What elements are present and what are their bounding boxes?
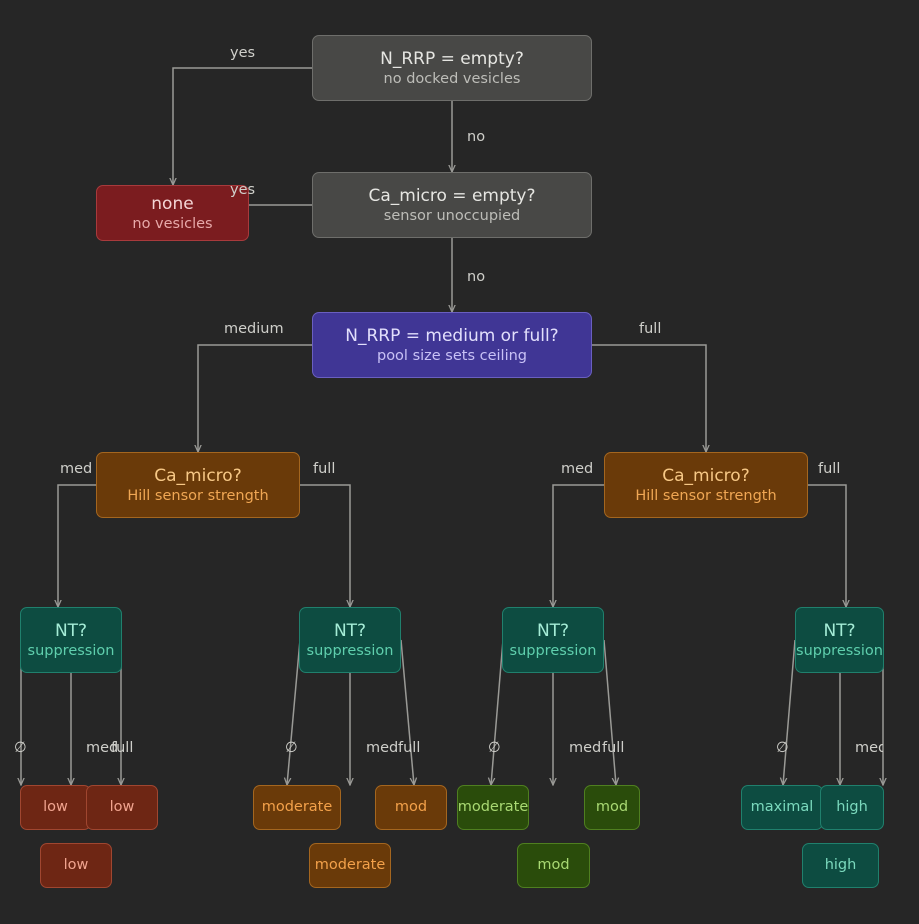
edge-label-med: med xyxy=(86,740,119,756)
edge-label-no: no xyxy=(467,269,486,285)
edge-label-medium: medium xyxy=(224,321,284,337)
edge-nt3-full xyxy=(603,639,616,785)
leaf-label: mod xyxy=(537,857,570,873)
node-subtitle: pool size sets ceiling xyxy=(376,347,527,364)
edge-label-yes: yes xyxy=(230,45,256,61)
edge-caL-med xyxy=(58,484,96,607)
node-subtitle: no docked vesicles xyxy=(383,70,521,87)
leaf-label: low xyxy=(43,799,68,815)
leaf-label: moderate xyxy=(261,799,333,815)
outcome-low-2: low xyxy=(86,785,158,830)
decision-ca-right: Ca_micro? Hill sensor strength xyxy=(604,452,808,518)
edge-label-med: med xyxy=(60,461,93,477)
node-title: Ca_micro? xyxy=(154,465,242,486)
node-title: N_RRP = medium or full? xyxy=(345,325,559,346)
edge-label-med: med xyxy=(569,740,602,756)
node-title: NT? xyxy=(536,620,570,641)
outcome-mod-1: mod xyxy=(375,785,447,830)
edge-label-yes: yes xyxy=(230,182,256,198)
node-subtitle: suppression xyxy=(509,642,597,659)
edge-caR-full xyxy=(807,484,846,607)
node-subtitle: Hill sensor strength xyxy=(127,487,269,504)
outcome-low-3: low xyxy=(40,843,112,888)
node-subtitle: Hill sensor strength xyxy=(635,487,777,504)
outcome-moderate-1: moderate xyxy=(253,785,341,830)
outcome-moderate-2: moderate xyxy=(309,843,391,888)
edge-label-full: full xyxy=(398,740,421,756)
outcome-mod-3: mod xyxy=(517,843,590,888)
leaf-label: low xyxy=(63,857,89,873)
edge-nt2-full xyxy=(400,639,414,785)
node-title: Ca_micro = empty? xyxy=(368,185,536,206)
node-title: N_RRP = empty? xyxy=(380,48,524,69)
node-subtitle: suppression xyxy=(796,642,883,659)
leaf-label: low xyxy=(109,799,135,815)
leaf-label: high xyxy=(824,857,857,873)
outcome-high-1: high xyxy=(820,785,884,830)
edge-label-med: med xyxy=(561,461,594,477)
edge-label-full: full xyxy=(313,461,336,477)
leaf-label: high xyxy=(836,799,868,815)
edge-label-null: ∅ xyxy=(14,740,27,756)
edge-nt4-null xyxy=(783,639,796,785)
edge-nt3-null xyxy=(491,639,504,785)
leaf-label: maximal xyxy=(750,799,814,815)
decision-ca-empty: Ca_micro = empty? sensor unoccupied xyxy=(312,172,592,238)
edge-label-null: ∅ xyxy=(776,740,789,756)
decision-nt-3: NT? suppression xyxy=(502,607,604,673)
node-title: none xyxy=(151,193,194,214)
node-subtitle: suppression xyxy=(306,642,394,659)
node-title: Ca_micro? xyxy=(662,465,750,486)
decision-rrp-empty: N_RRP = empty? no docked vesicles xyxy=(312,35,592,101)
edge-caL-full xyxy=(299,484,350,607)
decision-nt-2: NT? suppression xyxy=(299,607,401,673)
edge-label-med: med xyxy=(855,740,883,756)
node-title: NT? xyxy=(54,620,88,641)
edge-rrp-empty-yes xyxy=(173,67,313,185)
edge-size-medium xyxy=(198,344,313,452)
edge-label-full: full xyxy=(639,321,662,337)
leaf-label: moderate xyxy=(314,857,386,873)
node-subtitle: sensor unoccupied xyxy=(383,207,521,224)
leaf-label: moderate xyxy=(457,799,529,815)
decision-ca-left: Ca_micro? Hill sensor strength xyxy=(96,452,300,518)
outcome-mod-2: mod xyxy=(584,785,640,830)
edge-label-full: full xyxy=(818,461,841,477)
node-title: NT? xyxy=(823,620,856,641)
leaf-label: mod xyxy=(394,799,428,815)
edge-caR-med xyxy=(553,484,604,607)
edge-label-full: full xyxy=(111,740,134,756)
outcome-maximal: maximal xyxy=(741,785,823,830)
edge-label-null: ∅ xyxy=(488,740,501,756)
decision-nt-4: NT? suppression xyxy=(795,607,884,673)
leaf-label: mod xyxy=(595,799,629,815)
outcome-moderate-3: moderate xyxy=(457,785,529,830)
edge-label-null: ∅ xyxy=(285,740,298,756)
edge-label-med: med xyxy=(366,740,399,756)
edge-nt2-null xyxy=(287,639,301,785)
node-subtitle: suppression xyxy=(27,642,115,659)
node-title: NT? xyxy=(333,620,367,641)
edge-label-full: full xyxy=(602,740,625,756)
edge-size-full xyxy=(591,344,706,452)
decision-rrp-size: N_RRP = medium or full? pool size sets c… xyxy=(312,312,592,378)
decision-nt-1: NT? suppression xyxy=(20,607,122,673)
outcome-none: none no vesicles xyxy=(96,185,249,241)
outcome-high-2: high xyxy=(802,843,879,888)
node-subtitle: no vesicles xyxy=(132,215,213,232)
outcome-low-1: low xyxy=(20,785,91,830)
edge-label-no: no xyxy=(467,129,486,145)
